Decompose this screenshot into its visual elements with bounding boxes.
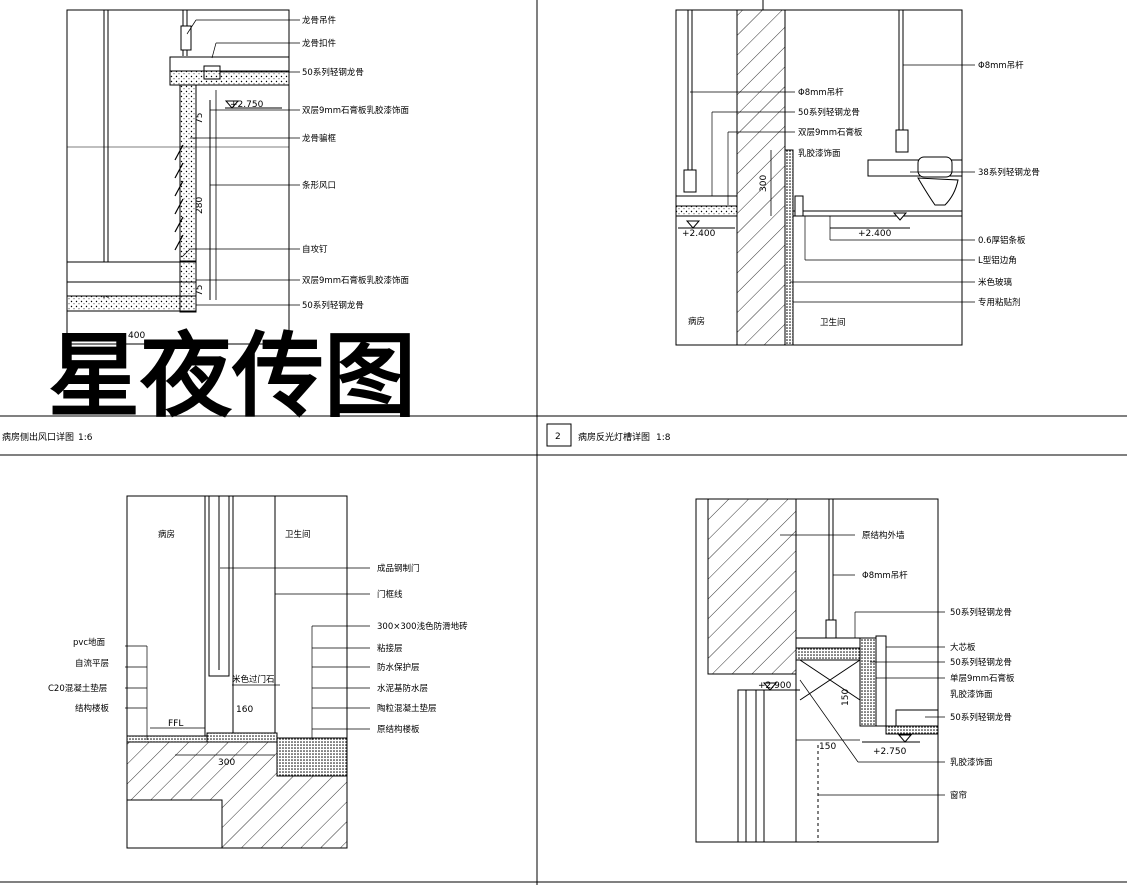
callout-label: 乳胶漆饰面 <box>798 148 841 159</box>
svg-text:280: 280 <box>195 197 205 214</box>
callout-label: Φ8mm吊杆 <box>798 87 844 98</box>
callout-label: 自流平层 <box>75 658 109 669</box>
panel-2-scale: 1:8 <box>656 433 671 443</box>
callout-label: 双层9mm石膏板乳胶漆饰面 <box>302 105 409 116</box>
callout-label: 单层9mm石膏板 <box>950 673 1015 684</box>
callout-label: Φ8mm吊杆 <box>978 60 1024 71</box>
panel-3-door-threshold-detail: 病房 卫生间 FFL 160 300 成品钢制门 门框线 <box>48 495 468 849</box>
svg-text:75: 75 <box>195 113 205 124</box>
callout-label: Φ8mm吊杆 <box>862 570 908 581</box>
dim-label: 150 <box>819 742 836 752</box>
level-mark: +2.750 <box>873 747 907 757</box>
callout-label: 50系列轻钢龙骨 <box>302 300 364 311</box>
level-mark: 400 <box>128 331 145 341</box>
callout-label: 门框线 <box>377 589 403 600</box>
callout-label: 自攻钉 <box>302 244 328 255</box>
callout-label: 原结构外墙 <box>862 530 905 541</box>
callout-label: 38系列轻钢龙骨 <box>978 167 1040 178</box>
callout-label: 水泥基防水层 <box>377 683 428 694</box>
callout-label: pvc地面 <box>73 637 106 648</box>
callout-label: 专用粘贴剂 <box>978 297 1021 308</box>
dim-label: 300 <box>759 175 769 192</box>
callout-label: 原结构楼板 <box>377 724 420 735</box>
callout-label: 米色玻璃 <box>978 277 1013 288</box>
callout-label: 50系列轻钢龙骨 <box>950 712 1012 723</box>
callout-label: 窗帘 <box>950 790 967 801</box>
threshold-label: 米色过门石 <box>232 674 275 685</box>
callout-label: 双层9mm石膏板 <box>798 127 863 138</box>
callout-label: 50系列轻钢龙骨 <box>950 657 1012 668</box>
callout-label: L型铝边角 <box>978 255 1017 266</box>
callout-label: 防水保护层 <box>377 662 420 673</box>
level-mark: +2.750 <box>230 100 264 110</box>
callout-label: 0.6厚铝条板 <box>978 235 1026 246</box>
panel-1-title: 病房侧出风口详图 <box>2 431 74 443</box>
callout-label: 300×300浅色防滑地砖 <box>377 621 468 632</box>
panel-2-light-trough-detail: 300 +2.400 +2.400 病房 卫生间 Φ8mm吊杆 Φ8mm吊杆 5… <box>675 0 1040 346</box>
level-mark: +2.400 <box>858 229 892 239</box>
panel-2-number: 2 <box>555 432 561 442</box>
panel-4-curtain-box-detail: 150 150 +2.900 +2.750 原结构外墙 Φ8mm吊杆 50系列轻… <box>695 498 1015 843</box>
callout-label: 大芯板 <box>950 642 976 653</box>
dim-label: 160 <box>236 705 253 715</box>
callout-label: 乳胶漆饰面 <box>950 757 993 768</box>
callout-label: 粘接层 <box>377 643 403 654</box>
level-mark: +2.400 <box>682 229 716 239</box>
dim-label: 150 <box>841 689 851 706</box>
room-label: 病房 <box>158 529 175 540</box>
panel-2-title: 病房反光灯槽详图 <box>578 431 650 443</box>
room-label: 病房 <box>688 316 705 327</box>
dim-label: 300 <box>218 758 235 768</box>
watermark-text: 星夜传图 <box>48 322 416 430</box>
callout-label: 乳胶漆饰面 <box>950 689 993 700</box>
callout-label: 结构楼板 <box>75 703 110 714</box>
callout-label: 50系列轻钢龙骨 <box>950 607 1012 618</box>
callout-label: 50系列轻钢龙骨 <box>302 67 364 78</box>
callout-label: 双层9mm石膏板乳胶漆饰面 <box>302 275 409 286</box>
callout-label: 成品钢制门 <box>377 563 420 574</box>
ffl-label: FFL <box>168 719 183 729</box>
panel-1-vent-detail: 75 280 75 +2.750 400 龙骨吊件 龙骨扣件 50系列轻钢龙骨 … <box>66 9 409 345</box>
callout-label: 条形风口 <box>302 180 336 191</box>
panel-number-box <box>546 423 572 447</box>
room-label: 卫生间 <box>285 529 311 540</box>
svg-text:75: 75 <box>195 285 205 296</box>
callout-label: 50系列轻钢龙骨 <box>798 107 860 118</box>
room-label: 卫生间 <box>820 317 846 328</box>
callout-label: 龙骨骗框 <box>302 133 337 144</box>
level-mark: +2.900 <box>758 681 792 691</box>
callout-label: 龙骨吊件 <box>302 15 337 26</box>
callout-label: C20混凝土垫层 <box>48 683 107 694</box>
callout-label: 陶粒混凝土垫层 <box>377 703 437 714</box>
callout-label: 龙骨扣件 <box>302 38 337 49</box>
panel-1-scale: 1:6 <box>78 433 93 443</box>
